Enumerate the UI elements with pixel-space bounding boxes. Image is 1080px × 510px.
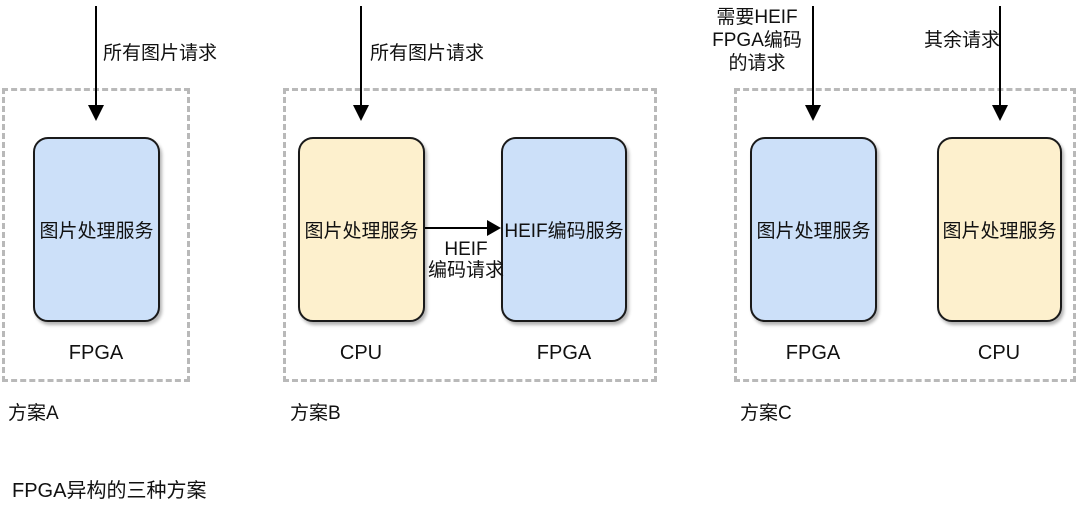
scheme-b-incoming-arrow-label: 所有图片请求 [370,43,485,64]
scheme-a-label: 方案A [8,403,59,424]
scheme-c-container [734,88,1076,382]
scheme-b-cpu-platform-label: CPU [339,342,383,364]
heif-label-line1: 需要HEIF [716,7,798,28]
node-title: 图片处理服务 [304,221,419,242]
scheme-a-fpga-node: 图片处理服务 [33,137,160,322]
scheme-a-incoming-arrow-label: 所有图片请求 [103,43,218,64]
scheme-b-cpu-node: 图片处理服务 [298,137,425,322]
diagram-caption: FPGA异构的三种方案 [12,480,207,502]
scheme-b-flow-arrow-label: HEIF 编码请求 [428,239,504,281]
scheme-b-label: 方案B [290,403,341,424]
scheme-c-label: 方案C [740,403,792,424]
node-title: HEIF编码服务 [504,221,624,242]
scheme-c-cpu-node: 图片处理服务 [937,137,1062,322]
flow-label-line1: HEIF [444,239,488,260]
scheme-c-fpga-platform-label: FPGA [785,342,841,364]
heif-label-line2: FPGA编码 [712,30,802,51]
flow-label-line2: 编码请求 [427,260,505,281]
scheme-c-cpu-platform-label: CPU [977,342,1021,364]
scheme-b-fpga-platform-label: FPGA [536,342,592,364]
scheme-b-container [283,88,657,382]
node-title: 图片处理服务 [39,221,154,242]
scheme-b-fpga-node: HEIF编码服务 [501,137,627,322]
node-title: 图片处理服务 [756,221,871,242]
scheme-c-fpga-node: 图片处理服务 [750,137,877,322]
node-title: 图片处理服务 [942,221,1057,242]
scheme-c-heif-arrow-label: 需要HEIF FPGA编码 的请求 [712,6,802,75]
scheme-a-platform-label: FPGA [68,342,124,364]
heif-label-line3: 的请求 [728,53,786,74]
scheme-c-rest-arrow-label: 其余请求 [924,30,1001,51]
